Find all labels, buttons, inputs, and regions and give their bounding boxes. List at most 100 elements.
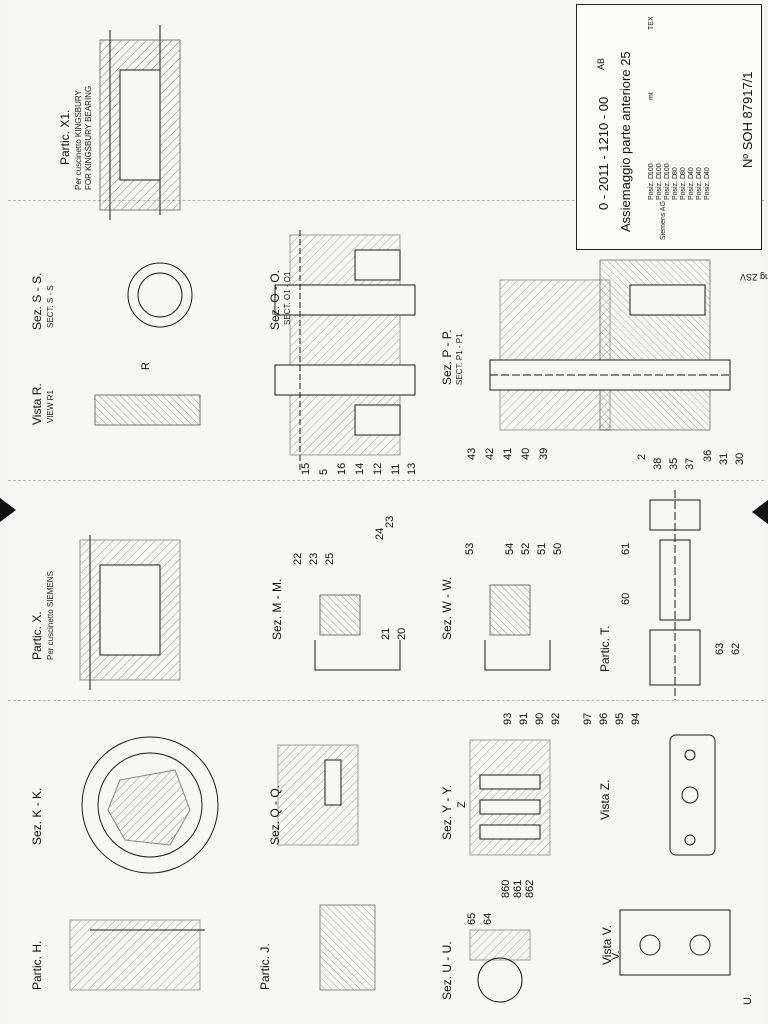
sez-p-section <box>499 279 611 431</box>
part-number: 23 <box>308 552 320 565</box>
view-label-sez-s: Sez. S - S. <box>30 272 44 330</box>
part-number: 94 <box>630 712 642 725</box>
fold-line <box>8 480 764 481</box>
tb-row-label: Posiz. D <box>656 173 663 200</box>
section-marker-u: U. <box>742 994 754 1005</box>
drawing-number: 0 - 2011 - 1210 - 00 <box>596 96 611 210</box>
arrow-r-label: R <box>140 362 152 370</box>
tb-row-value: 100 <box>648 163 655 175</box>
part-number: 36 <box>702 449 714 462</box>
tb-row-value: 100 <box>656 163 663 175</box>
part-number: 37 <box>684 457 696 470</box>
part-number: 60 <box>620 592 632 605</box>
part-number: 31 <box>718 452 730 465</box>
sez-u-circle <box>477 957 523 1003</box>
view-sub-sez-p: SECT. P1 - P1 <box>455 333 464 385</box>
part-number: 12 <box>372 462 384 475</box>
part-number: 20 <box>396 627 408 640</box>
fold-line <box>8 200 764 201</box>
lagerung-label: Lagerung ZSV <box>740 272 768 282</box>
part-number: 42 <box>484 447 496 460</box>
part-number: 15 <box>300 462 312 475</box>
part-number: 14 <box>354 462 366 475</box>
part-number: 52 <box>520 542 532 555</box>
view-label-sez-o: Sez. O - O. <box>268 269 282 330</box>
part-number: 53 <box>464 542 476 555</box>
tb-row-label: Posiz. D <box>664 173 671 200</box>
title-block <box>576 4 762 250</box>
part-number: 16 <box>336 462 348 475</box>
sheet-number: Nº SOH 87917/1 <box>740 71 755 168</box>
view-label-partic-h: Partic. H. <box>30 940 44 990</box>
tb-row-value: 80 <box>672 167 679 175</box>
part-number: 64 <box>482 912 494 925</box>
view-sub-sez-s: SECT. S - S <box>46 285 55 328</box>
part-number: 62 <box>730 642 742 655</box>
tb-row-label: Posiz. D <box>672 173 679 200</box>
part-number: 24 <box>374 527 386 540</box>
part-number: 43 <box>466 447 478 460</box>
fold-line <box>8 700 764 701</box>
tb-row-label: Posiz. D <box>648 173 655 200</box>
part-number: 90 <box>534 712 546 725</box>
part-number: 96 <box>598 712 610 725</box>
view-sub-partic-x1: Per cuscinetto KINGSBURY <box>74 90 83 190</box>
tb-row-tex: TEX <box>648 16 655 30</box>
part-number: 22 <box>292 552 304 565</box>
part-number: 35 <box>668 457 680 470</box>
part-number: 50 <box>552 542 564 555</box>
view-label-sez-m: Sez. M - M. <box>270 578 284 640</box>
part-number: 862 <box>524 879 536 898</box>
arrow-z-label: Z <box>456 801 468 808</box>
vista-r-circle <box>127 262 193 328</box>
part-number: 92 <box>550 712 562 725</box>
vista-z-plate <box>669 734 716 856</box>
company-name: Siemens AG <box>660 201 667 240</box>
view-label-partic-x: Partic. X. <box>30 611 44 660</box>
part-number: 38 <box>652 457 664 470</box>
tb-row-value: 80 <box>680 167 687 175</box>
drawing-revision: AB <box>596 57 606 70</box>
sez-k-circle <box>81 736 219 874</box>
tb-row-unit: mt <box>648 92 655 100</box>
view-label-partic-j: Partic. J. <box>258 943 272 990</box>
part-number: 41 <box>502 447 514 460</box>
view-sub-partic-x1-en: FOR KINGSBURY BEARING <box>84 85 93 190</box>
part-number: 65 <box>466 912 478 925</box>
view-label-sez-y: Sez. Y - Y. <box>440 784 454 840</box>
part-number: 23 <box>384 515 396 528</box>
part-number: 860 <box>500 879 512 898</box>
view-label-partic-x1: Partic. X1. <box>58 109 72 165</box>
part-number: 11 <box>390 463 402 475</box>
part-number: 13 <box>406 462 418 475</box>
sheet-notch-right <box>752 500 768 524</box>
view-sub-partic-x: Per cuscinetto SIEMENS <box>46 571 55 660</box>
part-number: 61 <box>620 542 632 555</box>
tb-row-label: Posiz. D <box>704 173 711 200</box>
vista-v-assembly <box>619 909 731 976</box>
view-label-vista-r: Vista R. <box>30 383 44 425</box>
part-number: 21 <box>380 627 392 640</box>
part-number: 95 <box>614 712 626 725</box>
view-label-sez-k: Sez. K - K. <box>30 787 44 845</box>
part-number: 39 <box>538 447 550 460</box>
view-label-vista-z: Vista Z. <box>598 779 612 820</box>
tb-row-value: 100 <box>664 163 671 175</box>
sheet-notch-left <box>0 498 16 522</box>
part-number: 5 <box>318 468 330 475</box>
part-number: 25 <box>324 552 336 565</box>
tb-row-label: Posiz. D <box>688 173 695 200</box>
part-number: 93 <box>502 712 514 725</box>
part-number: 40 <box>520 447 532 460</box>
tb-row-label: Posiz. D <box>696 173 703 200</box>
view-label-sez-p: Sez. P - P. <box>440 329 454 385</box>
part-number: 91 <box>518 712 530 725</box>
part-number: 30 <box>734 452 746 465</box>
tb-row-value: 40 <box>688 167 695 175</box>
view-label-sez-q: Sez. Q - Q. <box>268 784 282 845</box>
sez-q-section <box>277 744 359 846</box>
part-number: 63 <box>714 642 726 655</box>
part-number: 97 <box>582 712 594 725</box>
section-marker-v: V. <box>610 950 622 960</box>
